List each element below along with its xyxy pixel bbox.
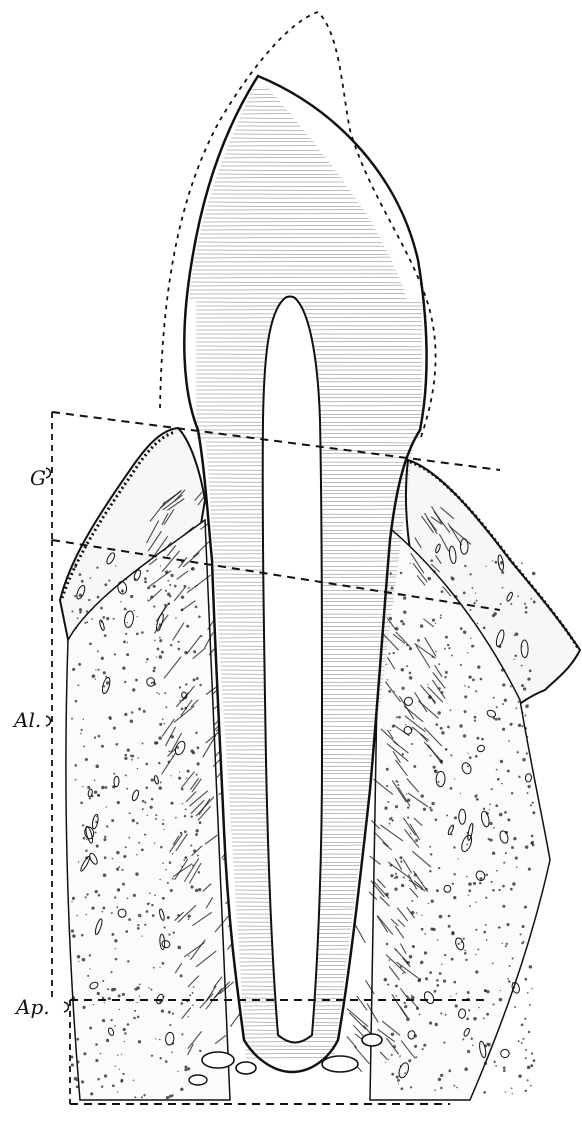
- label-alveolar: Al.: [14, 710, 41, 730]
- label-gum: G: [30, 468, 46, 488]
- label-apical: Ap.: [16, 997, 50, 1017]
